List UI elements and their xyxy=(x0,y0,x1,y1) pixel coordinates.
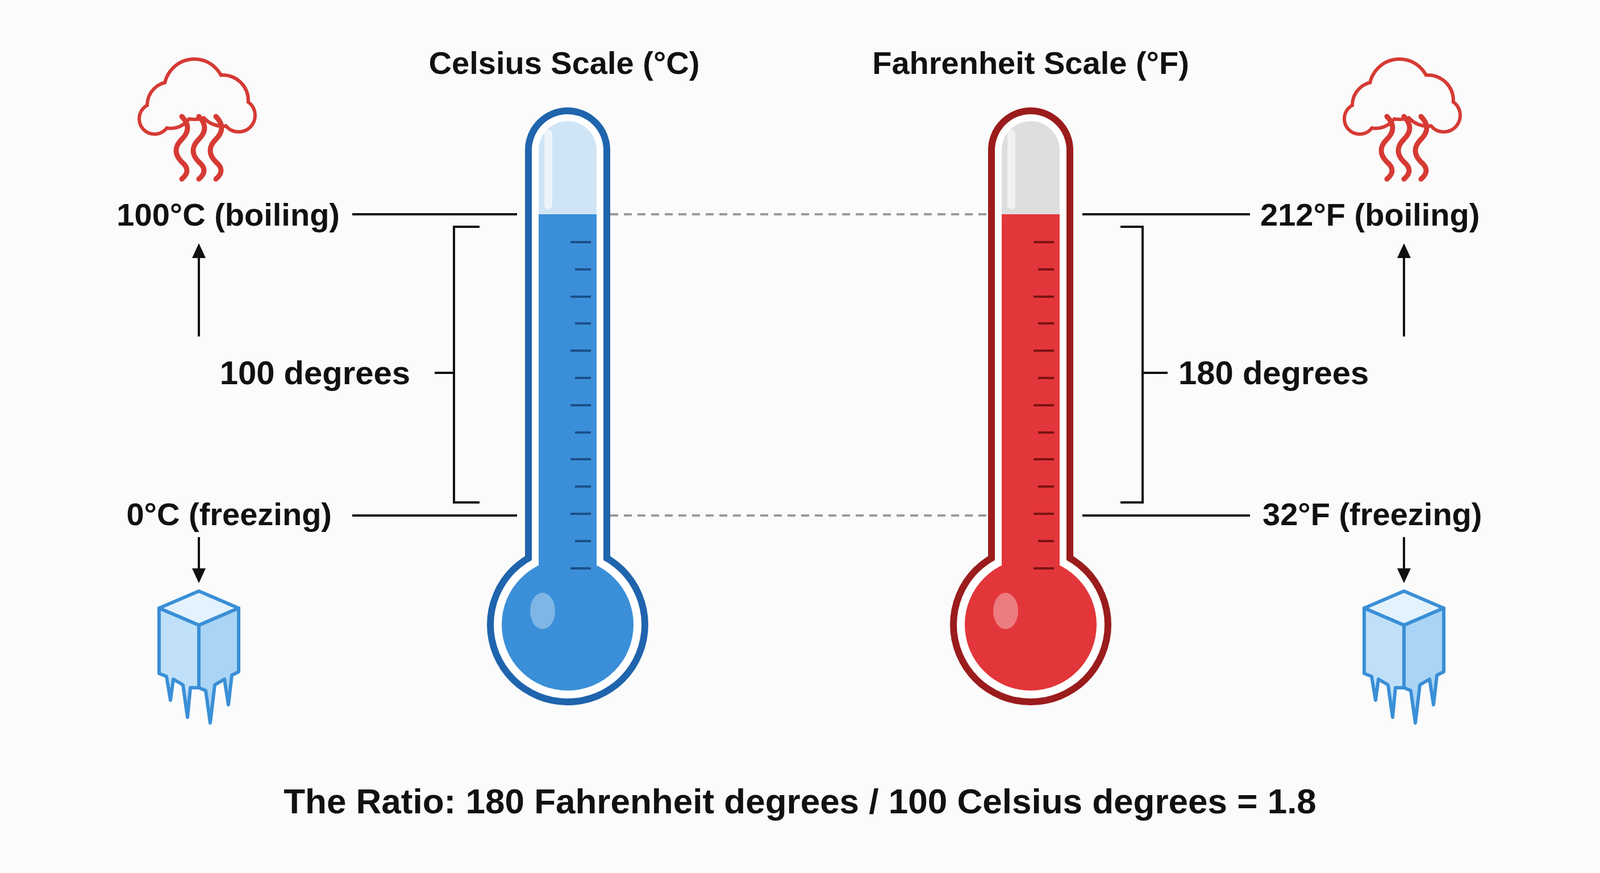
cloud-fill xyxy=(1346,60,1459,133)
glass-highlight xyxy=(1007,129,1016,210)
thermometer-rim xyxy=(956,550,1105,699)
thermometer-outline xyxy=(486,543,649,706)
dashed-guide xyxy=(610,213,989,216)
leader-line xyxy=(1082,514,1250,517)
arrow-head xyxy=(192,568,206,583)
ice-side xyxy=(1403,607,1444,723)
steam-waves xyxy=(176,116,222,179)
dashed-guide xyxy=(610,514,989,517)
range-bracket xyxy=(434,226,480,503)
thermometer-bulb xyxy=(501,558,634,691)
bulb-highlight xyxy=(993,592,1019,629)
thermometer-rim xyxy=(994,114,1067,626)
ice-cube-icon xyxy=(159,590,239,723)
arrow-shaft xyxy=(1402,255,1406,337)
leader-line xyxy=(352,514,518,517)
scale-ticks xyxy=(570,242,591,569)
steam-icon xyxy=(140,60,254,179)
arrow-head xyxy=(192,243,206,258)
celsius-thermometer xyxy=(486,107,649,706)
steam-waves xyxy=(1381,116,1427,179)
direction-arrows xyxy=(192,243,1411,583)
freezing-point-label: 32°F (freezing) xyxy=(1262,496,1482,533)
arrow-shaft xyxy=(1402,536,1406,570)
arrow-head xyxy=(1397,243,1411,258)
arrow-shaft xyxy=(197,536,200,570)
cloud-fill xyxy=(140,60,254,133)
thermometer-rim xyxy=(531,114,604,626)
scale-ticks xyxy=(1033,242,1054,569)
range-label: 100 degrees xyxy=(219,353,411,393)
leader-line xyxy=(352,213,518,216)
bulb-highlight xyxy=(530,592,556,629)
ratio-caption: The Ratio: 180 Fahrenheit degrees / 100 … xyxy=(283,780,1317,822)
freezing-point-label: 0°C (freezing) xyxy=(126,496,332,533)
ice-side xyxy=(159,607,199,718)
arrow-head xyxy=(1397,568,1411,583)
range-label: 180 degrees xyxy=(1178,353,1369,393)
boiling-point-label: 212°F (boiling) xyxy=(1260,196,1480,233)
ice-side xyxy=(1364,607,1404,718)
thermometer-glass xyxy=(1001,121,1060,625)
ice-side xyxy=(198,607,239,723)
thermometer-glass xyxy=(538,121,597,625)
scale-heading: Fahrenheit Scale (°F) xyxy=(872,44,1190,82)
arrow-shaft xyxy=(197,255,200,337)
boiling-point-label: 100°C (boiling) xyxy=(116,196,340,233)
cloud-outline xyxy=(140,60,254,133)
cloud-outline xyxy=(1346,60,1459,133)
thermometer-outline xyxy=(950,543,1112,706)
steam-icon xyxy=(1346,60,1459,179)
thermometer-bulb xyxy=(964,558,1097,691)
ice-cube-icon xyxy=(1364,590,1444,723)
glass-highlight xyxy=(544,129,553,210)
range-bracket xyxy=(1120,226,1168,503)
leader-line xyxy=(1082,213,1250,216)
fahrenheit-thermometer xyxy=(950,107,1112,706)
scale-heading: Celsius Scale (°C) xyxy=(428,44,700,82)
thermometer-rim xyxy=(493,550,642,699)
